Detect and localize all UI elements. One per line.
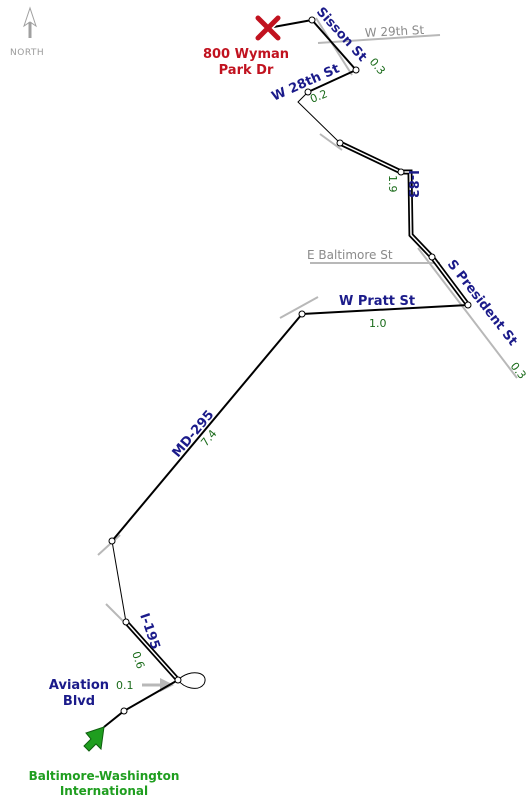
road-label-spresident: S President St [444,257,520,349]
road-label-w28th: W 28th St [270,61,342,104]
north-label: NORTH [10,48,44,58]
distance-label-i195: 0.6 [129,650,147,671]
road-label-aviation-line1: Aviation [49,678,109,693]
road-label-i195: I-195 [136,611,162,651]
route-node [352,66,360,74]
route-segment-i83-inner [339,142,469,306]
route-node [464,301,472,309]
origin-arrow-icon [83,726,105,752]
route-segment-connector [297,91,341,144]
distance-label-i83: 1.9 [386,175,399,193]
route [103,19,470,728]
crossroad-label-ebaltimore: E Baltimore St [307,248,393,262]
route-node [298,310,306,318]
road-label-wpratt: W Pratt St [339,294,415,309]
distance-label-aviation: 0.1 [116,679,134,692]
road-label-sisson: Sisson St [313,5,369,65]
north-compass: NORTH [10,6,44,58]
route-segment-sisson [311,19,357,71]
destination-marker [254,14,282,42]
destination-x-icon [255,15,281,41]
route-segment-ramp [111,540,127,623]
distance-label-spresident: 0.3 [508,360,526,382]
route-node [336,139,344,147]
distance-label-sisson: 0.3 [367,56,388,78]
route-segment-md295 [111,313,303,542]
route-segment-wpratt [301,304,469,315]
route-node [308,16,316,24]
crossroad-spresident [417,247,518,379]
route-node [304,88,312,96]
route-node [120,707,128,715]
origin-label-line2: International [60,784,148,798]
route-nodes [108,16,472,715]
cross-streets [97,17,518,692]
road-label-i83: I-83 [405,170,420,198]
distance-label-wpratt: 1.0 [369,317,387,330]
route-segment-i83-outer [338,140,470,307]
crossroad-wpratt [279,296,319,319]
route-node [397,168,405,176]
route-node [108,537,116,545]
origin-label-line1: Baltimore-Washington [29,769,180,783]
route-node [122,618,130,626]
destination-label-line2: Park Dr [219,63,274,78]
origin-marker [83,726,105,752]
destination-label-line1: 800 Wyman [203,47,289,62]
route-node [174,676,182,684]
crossroad-w29th [317,34,441,44]
route-segment-i195-inner [125,621,179,681]
route-node [428,253,436,261]
crossroad-md295 [97,534,121,556]
crossroad-i83 [319,133,343,151]
route-segment-start [267,19,313,29]
distance-label-w28th: 0.2 [308,87,329,106]
route-segment-loop [177,672,206,689]
road-label-aviation-line2: Blvd [63,694,95,709]
crossroad-label-w29th: W 29th St [364,23,424,40]
route-segment-w28th [307,69,357,93]
